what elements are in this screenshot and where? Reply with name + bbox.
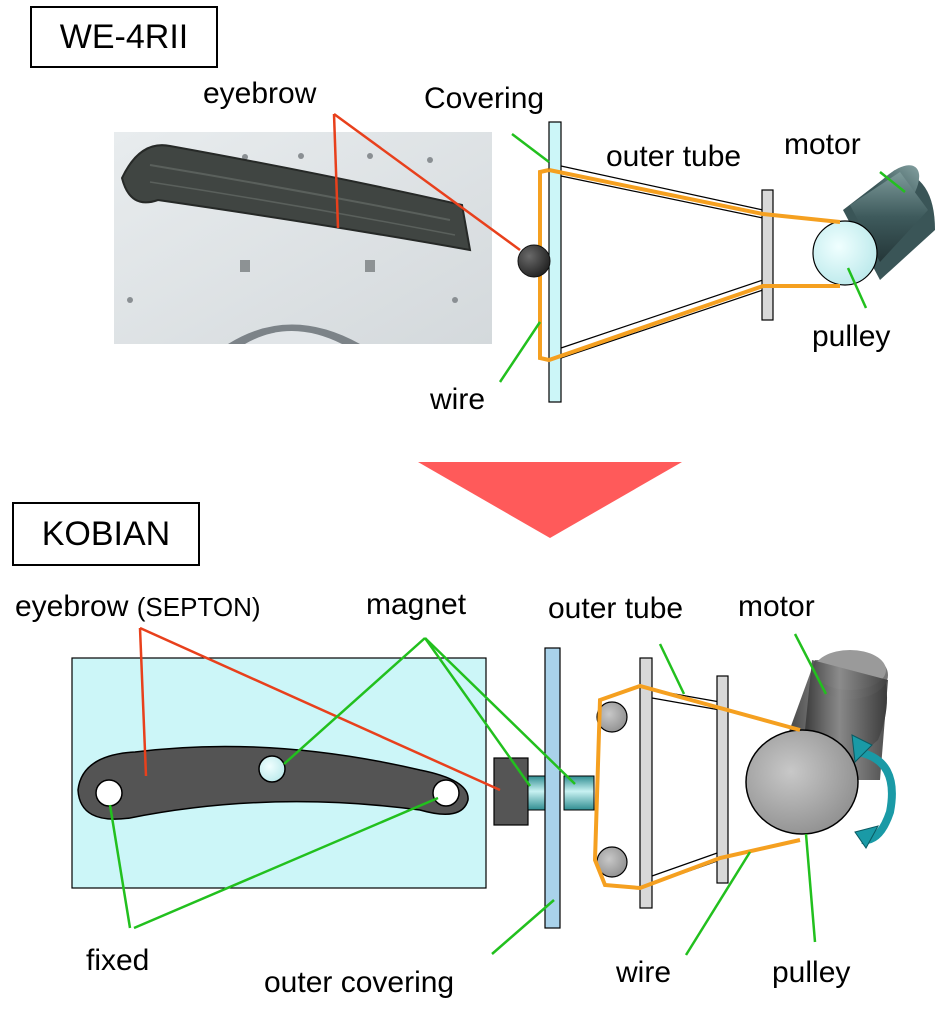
label-motor-top: motor [784,128,861,161]
label-wire-bottom: wire [616,956,672,989]
tube-end-plate [761,189,774,321]
outer-tube-top [560,165,764,359]
tube-plate-left [639,657,653,909]
label-motor-bottom: motor [738,590,815,623]
magnet-outer [563,775,595,811]
label-outer-covering: outer covering [264,966,455,999]
pulley-bottom [745,729,859,835]
pulley-top [812,220,878,286]
guide-pulley-upper [596,701,628,733]
label-eyebrow-top: eyebrow [203,77,317,110]
wire-top-lower [538,168,840,363]
rotation-icon [851,734,896,849]
tube-plate-right [716,675,729,884]
bottom-title: KOBIAN [12,502,200,566]
wire-bottom [592,683,801,891]
eyebrow-ball [517,244,551,278]
magnet-on-eyebrow [258,755,286,783]
label-eyebrow-bottom: eyebrow (SEPTON) [15,592,261,622]
leaders-bottom [108,626,828,956]
magnet-inner [527,775,547,811]
outer-tube-bottom [651,689,721,885]
magnet-holder [493,757,529,826]
label-septon: (SEPTON) [136,592,261,622]
fixed-point-left [95,779,123,807]
label-eyebrow-text: eyebrow [15,590,129,623]
label-magnet: magnet [366,588,467,621]
leaders-top [332,112,906,383]
label-covering: Covering [424,82,545,115]
label-outer-tube-bottom: outer tube [548,592,684,625]
label-wire-top: wire [430,383,486,416]
wire-top-upper [548,168,841,224]
down-triangle-arrow-icon [418,462,682,538]
top-title: WE-4RII [30,6,218,68]
label-outer-tube-top: outer tube [606,140,742,173]
eyebrow-photo [114,132,492,344]
fixed-point-right [432,779,460,807]
outer-covering-plate [544,647,561,929]
septon-eyebrow [77,745,469,820]
label-pulley-bottom: pulley [772,956,851,989]
label-pulley-top: pulley [812,320,891,353]
label-fixed: fixed [86,944,150,977]
